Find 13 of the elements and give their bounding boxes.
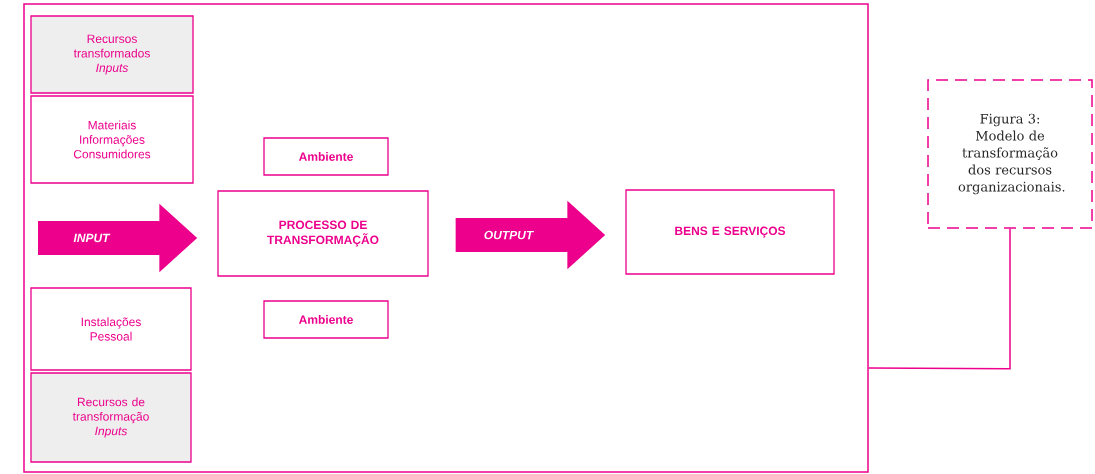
edge-label: OUTPUT [482,229,535,241]
process-box: Ambiente [263,137,389,176]
edge-label: INPUT [72,232,111,244]
resource-box: Recursos de transformação Inputs [30,372,192,463]
process-box: BENS E SERVIÇOS [625,189,835,275]
caption-box: Figura 3: Modelo de transformação dos recursos organizacionais. [927,79,1093,229]
process-box: Ambiente [263,300,389,339]
resource-box: Recursos transformados Inputs [30,15,194,94]
connector-line [868,228,1011,370]
process-box: PROCESSO DE TRANSFORMAÇÃO [217,190,429,277]
resource-box: Materiais Informações Consumidores [30,95,194,184]
diagram-frame [23,3,869,473]
resource-box: Instalações Pessoal [30,287,192,371]
